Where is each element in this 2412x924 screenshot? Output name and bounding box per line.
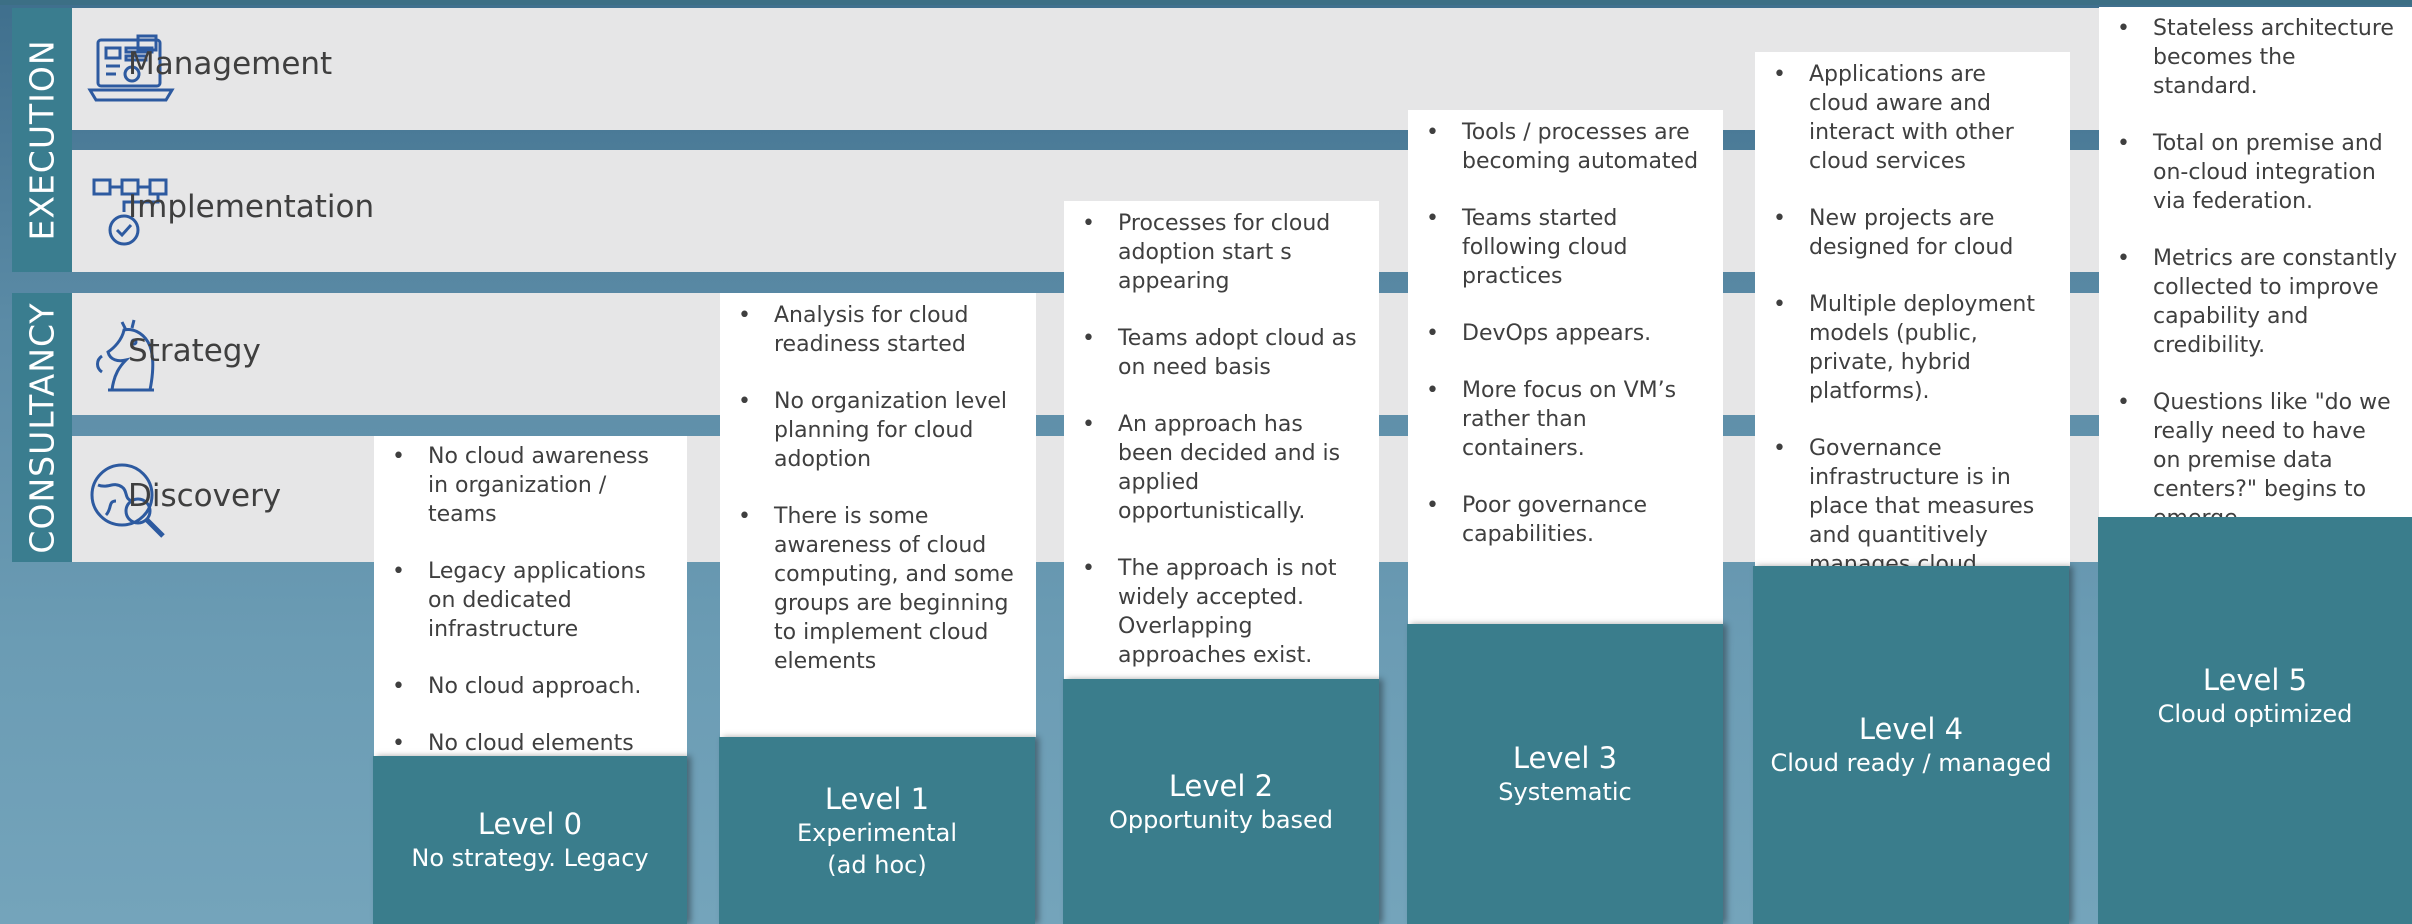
globe-magnifier-icon — [90, 463, 165, 538]
level-2-bullet: An approach has been decided and is appl… — [1082, 410, 1361, 526]
level-4-name: Level 4 — [1858, 712, 1964, 746]
level-3-block: Level 3 Systematic — [1407, 624, 1723, 924]
level-4-card: Applications are cloud aware and interac… — [1755, 52, 2070, 606]
level-0-block: Level 0 No strategy. Legacy — [373, 756, 687, 924]
level-5-bullet: Total on premise and on-cloud integratio… — [2117, 129, 2400, 216]
level-2-bullet: Processes for cloud adoption start s app… — [1082, 209, 1361, 296]
level-3-bullet: More focus on VM’s rather than container… — [1426, 376, 1705, 463]
level-1-subtitle: Experimental (ad hoc) — [796, 818, 958, 879]
process-flow-check-icon — [92, 178, 168, 246]
level-0-bullet: No cloud approach. — [392, 672, 669, 701]
level-0-subtitle: No strategy. Legacy — [411, 844, 649, 872]
level-1-bullet: Analysis for cloud readiness started — [738, 301, 1018, 359]
level-1-name: Level 1 — [824, 781, 930, 816]
level-5-bullet: Metrics are constantly collected to impr… — [2117, 244, 2400, 360]
level-2-block: Level 2 Opportunity based — [1063, 679, 1379, 924]
level-0-bullet: Legacy applications on dedicated infrast… — [392, 557, 669, 644]
chess-knight-icon — [96, 319, 155, 392]
level-5-block: Level 5 Cloud optimized — [2098, 517, 2412, 924]
level-0-card: No cloud awareness in organization / tea… — [374, 436, 687, 785]
level-1-bullet: No organization level planning for cloud… — [738, 387, 1018, 474]
level-3-bullet: Teams started following cloud practices — [1426, 204, 1705, 291]
level-4-bullet: Multiple deployment models (public, priv… — [1773, 290, 2052, 406]
level-4-block: Level 4 Cloud ready / managed — [1753, 566, 2069, 924]
level-1-bullet: There is some awareness of cloud computi… — [738, 502, 1018, 676]
level-3-subtitle: Systematic — [1498, 778, 1632, 806]
level-2-bullet: The approach is not widely accepted. Ove… — [1082, 554, 1361, 670]
level-4-subtitle: Cloud ready / managed — [1770, 749, 2052, 777]
level-1-card: Analysis for cloud readiness started No … — [720, 293, 1036, 737]
level-5-name: Level 5 — [2202, 663, 2308, 698]
level-1-block: Level 1 Experimental (ad hoc) — [719, 737, 1035, 924]
execution-label: EXECUTION — [22, 39, 62, 241]
level-3-bullet: Poor governance capabilities. — [1426, 491, 1705, 549]
level-3-bullet: Tools / processes are becoming automated — [1426, 118, 1705, 176]
level-5-card: Stateless architecture becomes the stand… — [2099, 7, 2412, 531]
row-label-implementation: Implementation — [128, 189, 375, 225]
level-2-card: Processes for cloud adoption start s app… — [1064, 201, 1379, 679]
level-2-name: Level 2 — [1168, 768, 1274, 803]
level-5-subtitle: Cloud optimized — [2157, 700, 2353, 729]
row-label-strategy: Strategy — [128, 333, 261, 369]
row-label-management: Management — [128, 46, 333, 82]
level-2-subtitle: Opportunity based — [1108, 805, 1334, 834]
consultancy-sidebar: CONSULTANCY — [12, 293, 72, 562]
consultancy-label: CONSULTANCY — [22, 301, 62, 554]
level-3-bullet: DevOps appears. — [1426, 319, 1705, 348]
level-0-bullet: No cloud awareness in organization / tea… — [392, 442, 669, 529]
execution-sidebar: EXECUTION — [12, 8, 72, 272]
level-3-name: Level 3 — [1512, 741, 1618, 775]
level-4-bullet: Applications are cloud aware and interac… — [1773, 60, 2052, 176]
level-5-bullet: Stateless architecture becomes the stand… — [2117, 14, 2400, 101]
level-3-card: Tools / processes are becoming automated… — [1408, 110, 1723, 624]
top-accent-line — [0, 0, 2412, 5]
laptop-dashboard-icon — [87, 34, 175, 102]
level-5-bullet: Questions like "do we really need to hav… — [2117, 388, 2400, 533]
level-0-name: Level 0 — [477, 807, 583, 841]
level-2-bullet: Teams adopt cloud as on need basis — [1082, 324, 1361, 382]
level-4-bullet: New projects are designed for cloud — [1773, 204, 2052, 262]
row-label-discovery: Discovery — [128, 478, 282, 514]
